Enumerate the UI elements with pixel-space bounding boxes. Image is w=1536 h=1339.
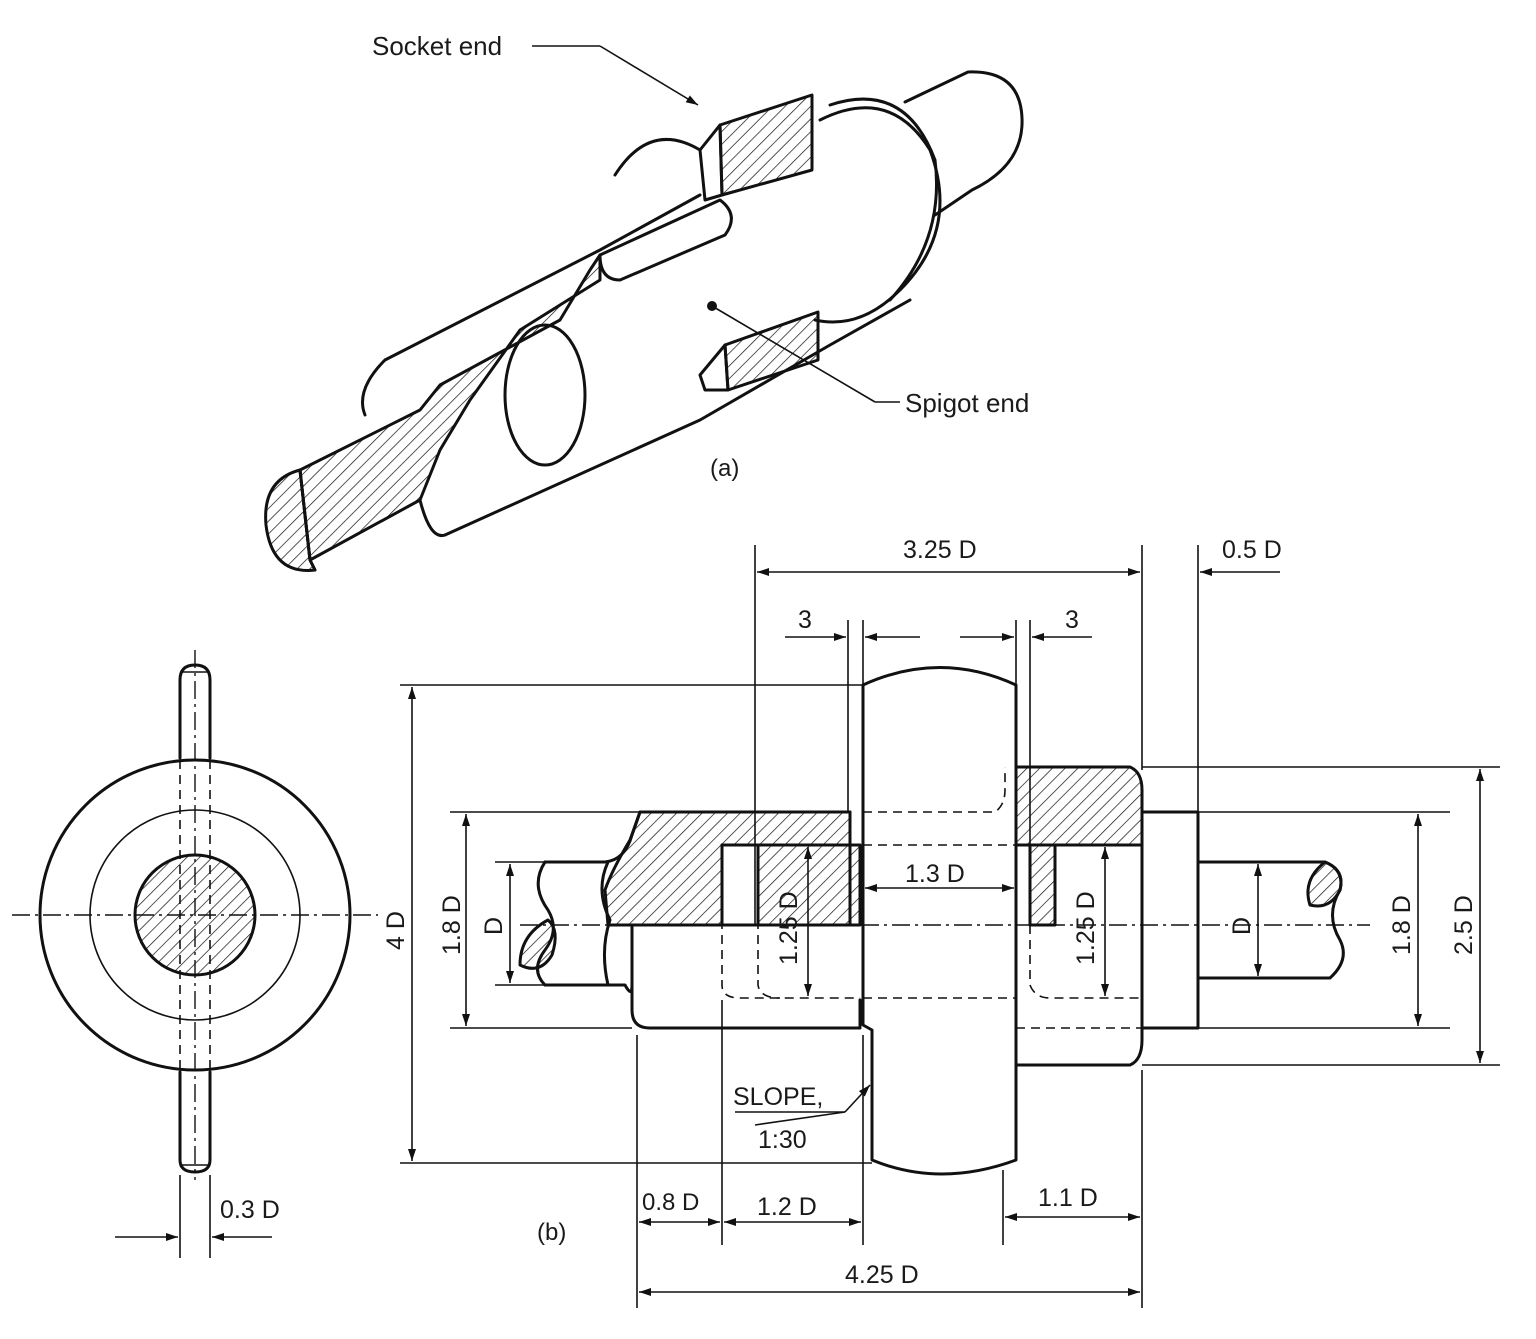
dim-1-8d-right: 1.8 D xyxy=(1388,895,1416,955)
caption-b: (b) xyxy=(537,1219,566,1246)
cotter-slot xyxy=(598,198,733,282)
socket-end-leader xyxy=(599,45,699,106)
dim-3-right: 3 xyxy=(1065,606,1079,634)
socket-right-section xyxy=(1014,765,1144,847)
dim-1-2d: 1.2 D xyxy=(757,1193,817,1221)
dim-1-1d: 1.1 D xyxy=(1038,1184,1098,1212)
collar-rect xyxy=(1140,810,1200,1030)
dim-d-right: D xyxy=(1228,917,1256,935)
dim-1-3d: 1.3 D xyxy=(905,860,965,888)
dim-4-25d: 4.25 D xyxy=(845,1261,919,1289)
dim-0-5d: 0.5 D xyxy=(1222,536,1282,564)
spigot-section-surface xyxy=(298,253,602,562)
dim-3-left: 3 xyxy=(798,606,812,634)
dim-3-25d: 3.25 D xyxy=(903,536,977,564)
dim-1-25d-right: 1.25 D xyxy=(1072,891,1100,965)
dim-1-8d-left: 1.8 D xyxy=(438,895,466,955)
socket-section-top xyxy=(718,93,814,197)
cotter-slot-opening xyxy=(503,323,587,467)
front-view: 3.25 D 0.5 D 3 3 4 D 1.8 D D 1.25 D xyxy=(382,536,1500,1308)
slope-note-line1: SLOPE, xyxy=(733,1083,823,1111)
caption-a: (a) xyxy=(710,455,739,482)
cotter-outline xyxy=(861,666,1018,1176)
socket-end-callout: Socket end xyxy=(372,31,502,61)
socket-collar-outline xyxy=(813,106,942,324)
socket-left-section xyxy=(756,843,862,927)
dim-d-left: D xyxy=(480,917,508,935)
dim-1-25d-left: 1.25 D xyxy=(775,891,803,965)
spigot-collar-section xyxy=(603,810,852,927)
spigot-end-leader xyxy=(711,305,876,403)
spigot-end-callout: Spigot end xyxy=(905,388,1029,418)
dim-0-3d: 0.3 D xyxy=(220,1196,280,1224)
dim-2-5d: 2.5 D xyxy=(1450,895,1478,955)
pictorial-view: Socket end Spigot end (a) xyxy=(264,31,1029,572)
spigot-rod-outline xyxy=(903,70,1024,217)
dim-0-8d: 0.8 D xyxy=(642,1189,699,1216)
end-view: 0.3 D xyxy=(12,650,378,1258)
dim-4d: 4 D xyxy=(382,911,410,950)
slope-note-line2: 1:30 xyxy=(758,1126,807,1154)
